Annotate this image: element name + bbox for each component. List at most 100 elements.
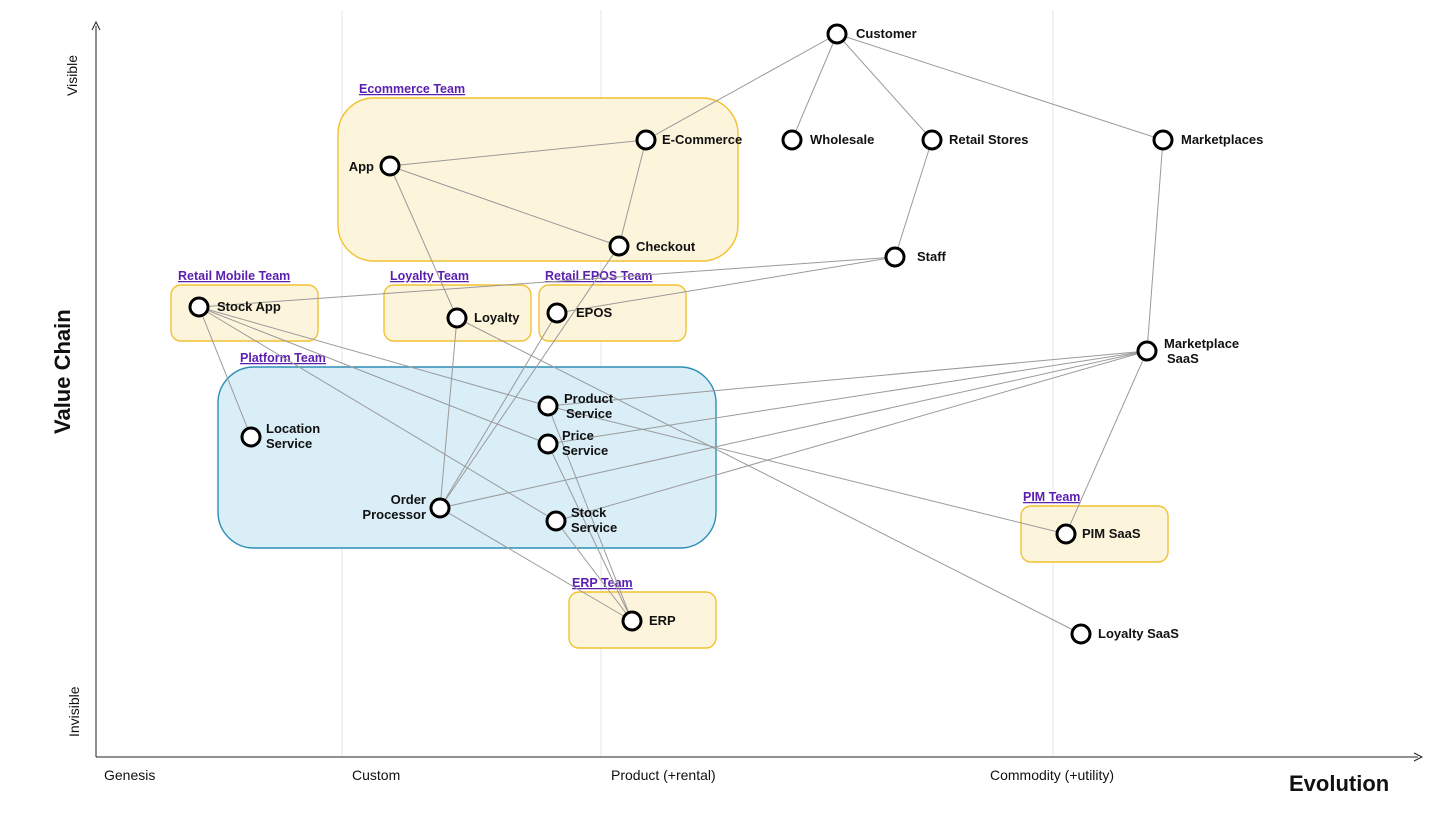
- stage-genesis: Genesis: [104, 767, 155, 783]
- team-label-ecommerce[interactable]: Ecommerce Team: [359, 82, 465, 96]
- component-loyalty-saas[interactable]: Loyalty SaaS: [1070, 623, 1179, 645]
- component-node-app[interactable]: [379, 155, 401, 177]
- component-node-wholesale[interactable]: [781, 129, 803, 151]
- component-label-marketplaces: Marketplaces: [1181, 132, 1263, 147]
- link-customer-to-retail-stores: [836, 33, 933, 141]
- component-wholesale[interactable]: Wholesale: [781, 129, 874, 151]
- link-stock-service-to-erp: [555, 520, 633, 622]
- team-label-retail-mobile[interactable]: Retail Mobile Team: [178, 269, 290, 283]
- y-axis-arrow-icon: [91, 20, 101, 31]
- link-price-service-to-erp: [547, 443, 633, 622]
- axes: Visible Invisible Value Chain Evolution …: [50, 20, 1424, 796]
- component-label-app: App: [349, 159, 374, 174]
- component-loyalty[interactable]: Loyalty: [446, 307, 520, 329]
- link-stock-app-to-price-service: [198, 306, 549, 445]
- component-node-retail-stores[interactable]: [921, 129, 943, 151]
- link-staff-to-epos: [556, 256, 896, 314]
- component-label-location-service: Service: [266, 436, 312, 451]
- team-label-platform[interactable]: Platform Team: [240, 351, 326, 365]
- dependency-links: [198, 33, 1164, 635]
- component-retail-stores[interactable]: Retail Stores: [921, 129, 1028, 151]
- link-staff-to-stock-app: [198, 256, 896, 308]
- link-customer-to-wholesale: [791, 33, 838, 141]
- component-epos[interactable]: EPOS: [546, 302, 612, 324]
- component-label-customer: Customer: [856, 26, 917, 41]
- component-node-loyalty-saas[interactable]: [1070, 623, 1092, 645]
- team-label-loyalty[interactable]: Loyalty Team: [390, 269, 469, 283]
- link-marketplace-saas-to-stock-service: [555, 350, 1148, 522]
- team-boundary-erp: [568, 591, 717, 649]
- component-node-checkout[interactable]: [608, 235, 630, 257]
- link-retail-stores-to-staff: [894, 139, 933, 258]
- component-node-loyalty[interactable]: [446, 307, 468, 329]
- team-label-erp[interactable]: ERP Team: [572, 576, 633, 590]
- link-product-service-to-erp: [547, 405, 633, 622]
- component-node-epos[interactable]: [546, 302, 568, 324]
- stage-custom: Custom: [352, 767, 400, 783]
- component-label-stock-app: Stock App: [217, 299, 281, 314]
- component-label-wholesale: Wholesale: [810, 132, 874, 147]
- component-label-epos: EPOS: [576, 305, 612, 320]
- component-node-order-processor[interactable]: [429, 497, 451, 519]
- team-boundary-retail-epos: [538, 284, 687, 342]
- component-node-ecommerce[interactable]: [635, 129, 657, 151]
- link-stock-app-to-product-service: [198, 306, 549, 407]
- component-node-stock-app[interactable]: [188, 296, 210, 318]
- link-marketplace-saas-to-order-processor: [439, 350, 1148, 509]
- component-label-location-service: Location: [266, 421, 320, 436]
- component-node-erp[interactable]: [621, 610, 643, 632]
- component-label-product-service: Service: [566, 406, 612, 421]
- team-boundary-platform: [217, 366, 717, 549]
- component-ecommerce[interactable]: E-Commerce: [635, 129, 742, 151]
- link-loyalty-to-loyalty-saas: [456, 317, 1082, 635]
- component-node-location-service[interactable]: [240, 426, 262, 448]
- component-node-staff[interactable]: [884, 246, 906, 268]
- component-label-loyalty: Loyalty: [474, 310, 520, 325]
- y-axis-top-label: Visible: [64, 55, 80, 96]
- component-node-pim-saas[interactable]: [1055, 523, 1077, 545]
- component-node-stock-service[interactable]: [545, 510, 567, 532]
- component-customer[interactable]: Customer: [826, 23, 917, 45]
- component-checkout[interactable]: Checkout: [608, 235, 696, 257]
- component-staff[interactable]: Staff: [884, 246, 947, 268]
- component-app[interactable]: App: [349, 155, 401, 177]
- link-ecommerce-to-app: [389, 139, 647, 167]
- link-stock-app-to-location-service: [198, 306, 252, 438]
- component-node-marketplaces[interactable]: [1152, 129, 1174, 151]
- x-axis-arrow-icon: [1413, 752, 1424, 762]
- y-axis-bottom-label: Invisible: [66, 686, 82, 737]
- component-node-customer[interactable]: [826, 23, 848, 45]
- link-customer-to-marketplaces: [836, 33, 1164, 141]
- component-label-ecommerce: E-Commerce: [662, 132, 742, 147]
- component-marketplaces[interactable]: Marketplaces: [1152, 129, 1263, 151]
- team-label-pim[interactable]: PIM Team: [1023, 490, 1080, 504]
- link-checkout-to-order-processor: [439, 245, 620, 509]
- link-app-to-loyalty: [389, 165, 458, 319]
- component-label-stock-service: Service: [571, 520, 617, 535]
- component-node-price-service[interactable]: [537, 433, 559, 455]
- link-marketplace-saas-to-product-service: [547, 350, 1148, 407]
- component-pim-saas[interactable]: PIM SaaS: [1055, 523, 1141, 545]
- component-label-loyalty-saas: Loyalty SaaS: [1098, 626, 1179, 641]
- link-stock-app-to-stock-service: [198, 306, 557, 522]
- component-label-price-service: Price: [562, 428, 594, 443]
- component-label-stock-service: Stock: [571, 505, 607, 520]
- component-node-marketplace-saas[interactable]: [1136, 340, 1158, 362]
- x-axis-title: Evolution: [1289, 771, 1389, 796]
- component-stock-app[interactable]: Stock App: [188, 296, 281, 318]
- link-marketplaces-to-marketplace-saas: [1146, 139, 1164, 352]
- link-loyalty-to-order-processor: [439, 317, 458, 509]
- component-node-product-service[interactable]: [537, 395, 559, 417]
- link-marketplace-saas-to-pim-saas: [1065, 350, 1148, 535]
- y-axis-title: Value Chain: [50, 309, 75, 434]
- component-erp[interactable]: ERP: [621, 610, 676, 632]
